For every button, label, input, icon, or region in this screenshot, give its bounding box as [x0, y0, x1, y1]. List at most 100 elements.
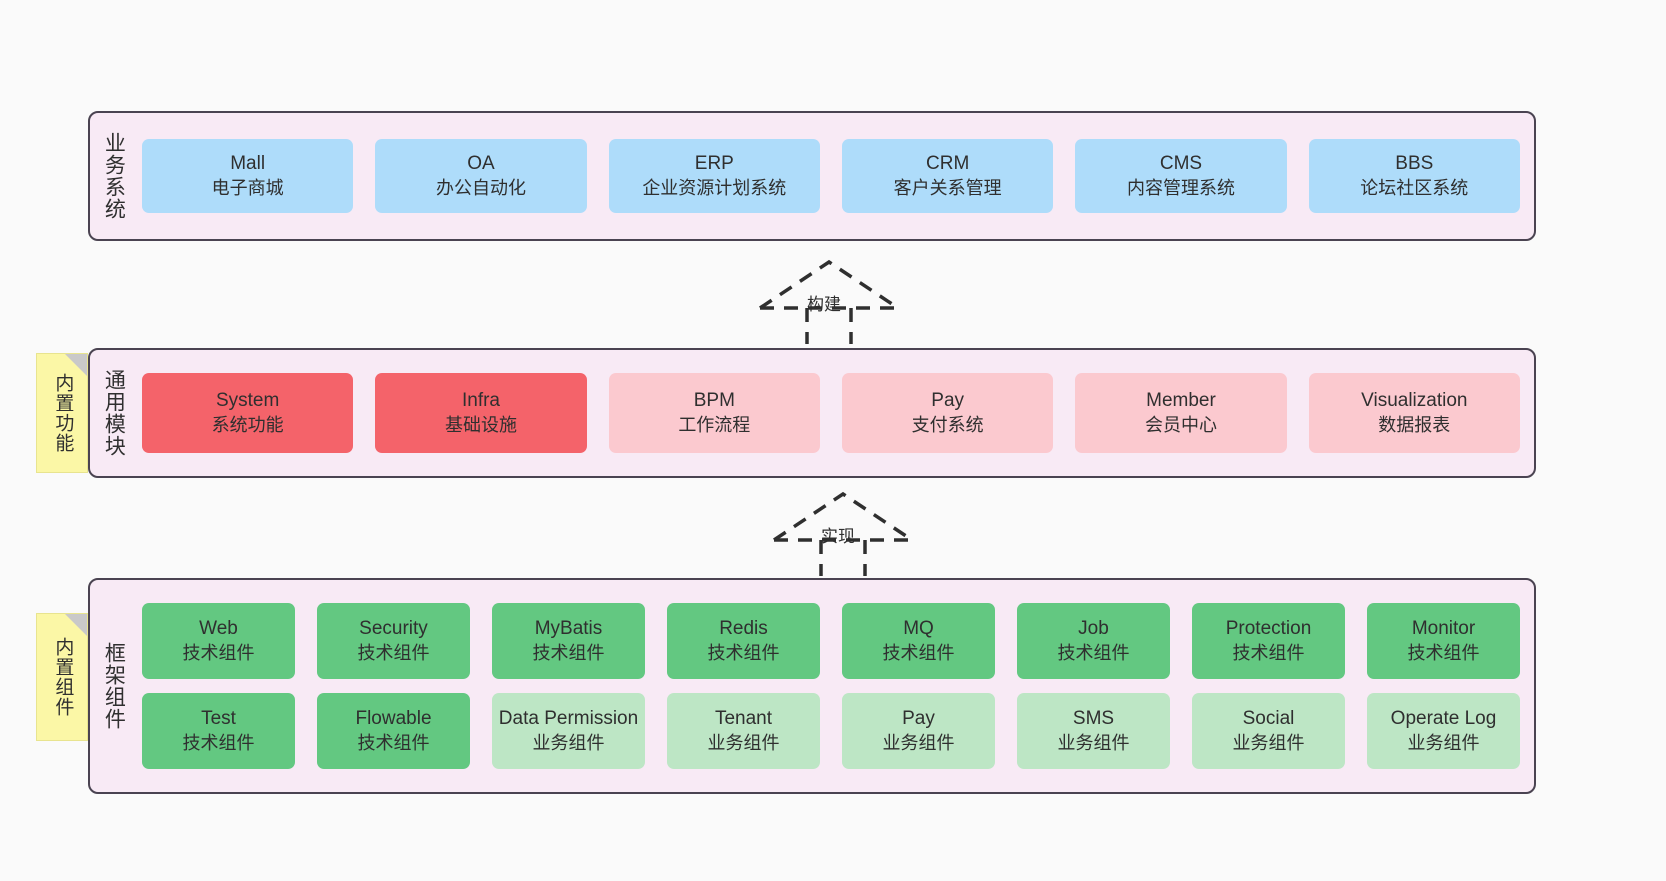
connector-build: 构建: [756, 258, 902, 346]
card-erp[interactable]: ERP 企业资源计划系统: [608, 139, 820, 213]
card-bpm[interactable]: BPM 工作流程: [608, 373, 820, 453]
card-subtitle: 系统功能: [211, 414, 284, 435]
card-mall[interactable]: Mall 电子商城: [142, 139, 354, 213]
connector-implement: 实现: [770, 490, 916, 578]
card-subtitle: 技术组件: [532, 642, 605, 663]
card-title: Visualization: [1361, 390, 1468, 412]
card-sms[interactable]: SMS 业务组件: [1017, 693, 1170, 769]
card-job[interactable]: Job 技术组件: [1017, 603, 1170, 679]
connector-build-label: 构建: [807, 295, 841, 314]
card-subtitle: 技术组件: [1057, 642, 1130, 663]
card-title: CMS: [1159, 153, 1203, 175]
card-subtitle: 技术组件: [1232, 642, 1305, 663]
note-label: 内置功能: [52, 373, 74, 453]
card-title: SMS: [1072, 708, 1115, 730]
card-subtitle: 技术组件: [1407, 642, 1480, 663]
card-subtitle: 技术组件: [182, 642, 255, 663]
card-member[interactable]: Member 会员中心: [1075, 373, 1287, 453]
card-subtitle: 会员中心: [1144, 414, 1217, 435]
card-test[interactable]: Test 技术组件: [142, 693, 295, 769]
card-row: Mall 电子商城 OA 办公自动化 ERP 企业资源计划系统 CRM 客户关系…: [142, 139, 1520, 213]
card-subtitle: 业务组件: [707, 732, 780, 753]
card-title: Security: [359, 618, 428, 640]
card-title: Tenant: [714, 708, 773, 730]
note-builtin-function: 内置功能: [36, 353, 88, 473]
layer-body-common-module: System 系统功能 Infra 基础设施 BPM 工作流程 Pay 支付系统…: [136, 350, 1534, 476]
card-subtitle: 业务组件: [1232, 732, 1305, 753]
card-title: BPM: [693, 390, 735, 412]
card-title: Social: [1242, 708, 1295, 730]
layer-caption-business-system: 业务系统: [102, 132, 126, 220]
card-row: Web 技术组件 Security 技术组件 MyBatis 技术组件 Redi…: [142, 603, 1520, 679]
card-protection[interactable]: Protection 技术组件: [1192, 603, 1345, 679]
card-title: Pay: [902, 708, 935, 730]
card-subtitle: 技术组件: [707, 642, 780, 663]
card-operate-log[interactable]: Operate Log 业务组件: [1367, 693, 1520, 769]
card-title: Operate Log: [1390, 708, 1497, 730]
card-subtitle: 技术组件: [357, 642, 430, 663]
card-subtitle: 业务组件: [1407, 732, 1480, 753]
card-subtitle: 技术组件: [882, 642, 955, 663]
card-data-permission[interactable]: Data Permission 业务组件: [492, 693, 645, 769]
note-builtin-component: 内置组件: [36, 613, 88, 741]
layer-caption-framework-component: 框架组件: [102, 642, 126, 730]
card-subtitle: 业务组件: [1057, 732, 1130, 753]
card-subtitle: 企业资源计划系统: [642, 177, 787, 198]
card-subtitle: 技术组件: [357, 732, 430, 753]
card-system[interactable]: System 系统功能: [142, 373, 354, 453]
card-tenant[interactable]: Tenant 业务组件: [667, 693, 820, 769]
card-security[interactable]: Security 技术组件: [317, 603, 470, 679]
card-oa[interactable]: OA 办公自动化: [375, 139, 587, 213]
card-subtitle: 业务组件: [882, 732, 955, 753]
card-title: MQ: [903, 618, 934, 640]
card-row: Test 技术组件 Flowable 技术组件 Data Permission …: [142, 693, 1520, 769]
layer-business-system: 业务系统 Mall 电子商城 OA 办公自动化 ERP 企业资源计划系统 CRM…: [88, 111, 1536, 241]
card-row: System 系统功能 Infra 基础设施 BPM 工作流程 Pay 支付系统…: [142, 373, 1520, 453]
layer-caption-common-module: 通用模块: [102, 369, 126, 457]
layer-body-business-system: Mall 电子商城 OA 办公自动化 ERP 企业资源计划系统 CRM 客户关系…: [136, 113, 1534, 239]
card-title: OA: [467, 153, 495, 175]
card-title: Pay: [931, 390, 965, 412]
card-social[interactable]: Social 业务组件: [1192, 693, 1345, 769]
connector-implement-label: 实现: [821, 527, 855, 546]
card-bbs[interactable]: BBS 论坛社区系统: [1308, 139, 1520, 213]
card-mq[interactable]: MQ 技术组件: [842, 603, 995, 679]
card-title: Protection: [1225, 618, 1312, 640]
layer-framework-component: 框架组件 Web 技术组件 Security 技术组件 MyBatis 技术组件…: [88, 578, 1536, 794]
card-subtitle: 技术组件: [182, 732, 255, 753]
card-title: MyBatis: [534, 618, 603, 640]
card-mybatis[interactable]: MyBatis 技术组件: [492, 603, 645, 679]
card-flowable[interactable]: Flowable 技术组件: [317, 693, 470, 769]
note-fold-corner-icon: [65, 614, 87, 636]
card-subtitle: 支付系统: [911, 414, 984, 435]
card-redis[interactable]: Redis 技术组件: [667, 603, 820, 679]
card-title: Monitor: [1411, 618, 1476, 640]
note-fold-corner-icon: [65, 354, 87, 376]
card-subtitle: 工作流程: [678, 414, 751, 435]
card-crm[interactable]: CRM 客户关系管理: [841, 139, 1054, 213]
connector-build-arrow-icon: [759, 259, 899, 344]
card-infra[interactable]: Infra 基础设施: [375, 373, 587, 453]
card-title: BBS: [1395, 153, 1434, 175]
layer-common-module: 通用模块 System 系统功能 Infra 基础设施 BPM 工作流程 Pay…: [88, 348, 1536, 478]
card-cms[interactable]: CMS 内容管理系统: [1075, 139, 1287, 213]
layer-body-framework-component: Web 技术组件 Security 技术组件 MyBatis 技术组件 Redi…: [136, 580, 1534, 792]
card-pay-module[interactable]: Pay 支付系统: [841, 373, 1054, 453]
connector-implement-arrow-icon: [773, 491, 913, 576]
card-subtitle: 业务组件: [532, 732, 605, 753]
card-web[interactable]: Web 技术组件: [142, 603, 295, 679]
card-pay-component[interactable]: Pay 业务组件: [842, 693, 995, 769]
note-label: 内置组件: [52, 637, 74, 717]
card-title: System: [215, 390, 280, 412]
card-subtitle: 办公自动化: [435, 177, 526, 198]
card-subtitle: 数据报表: [1378, 414, 1451, 435]
card-monitor[interactable]: Monitor 技术组件: [1367, 603, 1520, 679]
card-subtitle: 论坛社区系统: [1360, 177, 1469, 198]
card-title: Infra: [461, 390, 500, 412]
card-title: Mall: [230, 153, 266, 175]
card-subtitle: 电子商城: [211, 177, 284, 198]
card-visualization[interactable]: Visualization 数据报表: [1308, 373, 1520, 453]
card-title: Member: [1146, 390, 1216, 412]
card-title: Flowable: [355, 708, 432, 730]
